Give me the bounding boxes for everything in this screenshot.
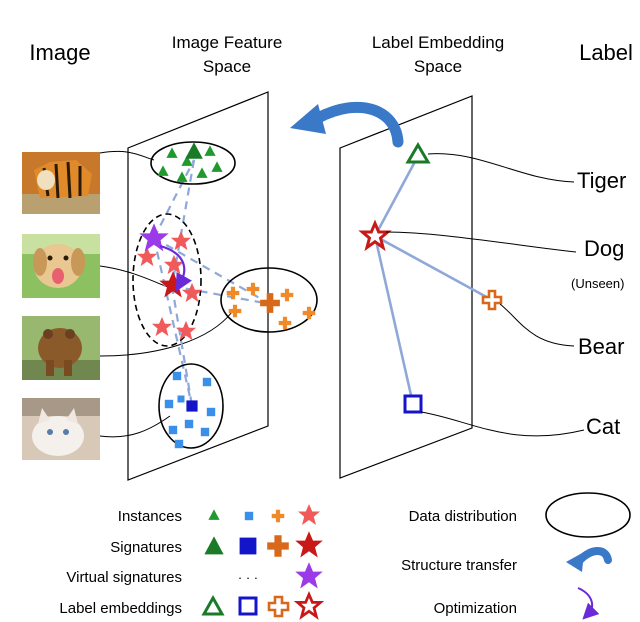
legend-data-distribution-ellipse [545,492,631,538]
bear-distribution-ellipse [220,267,318,333]
cat-instance [202,377,212,387]
cat-instance [168,425,178,435]
header-label: Label [579,40,633,65]
bear-instance [278,316,292,330]
cat-instance [206,407,216,417]
label-dog: Dog [584,236,624,261]
dog-instance [181,282,203,303]
tiger-instance [196,167,208,178]
dog-label-embedding [358,219,392,252]
tiger-instance [211,161,223,172]
legend-instances-label: Instances [118,508,182,525]
tiger-distribution-ellipse [150,141,236,185]
header-feature-space-line1: Image Feature [172,33,283,52]
label-connectors [385,153,585,437]
label-bear: Bear [578,334,624,359]
legend-bear-signature [267,535,289,557]
legend-bear-instance [271,509,285,523]
bear-photo-connector [99,311,233,357]
dog-label-connector [385,231,577,253]
legend-virtual-signature [295,562,323,589]
legend-label-embeddings-label: Label embeddings [59,600,182,617]
tiger-instance [166,147,178,158]
cat-photo-connector [99,415,171,438]
legend-cat-signature [239,537,257,555]
legend-bear-label-embedding [267,595,290,618]
cat-instance [177,395,185,403]
header-embedding-space-line1: Label Embedding [372,33,504,52]
tiger-label-connector [427,153,575,183]
bear-signature [260,293,280,313]
cat-instance [172,371,182,381]
legend-virtual-signatures-label: Virtual signatures [66,569,182,586]
header-image: Image [29,40,90,65]
feature-space-plane [127,91,269,481]
tiger-photo-connector [99,150,155,161]
header-feature-space-line2: Space [203,57,251,76]
cat-distribution-ellipse [158,363,224,449]
legend-dog-instance [298,504,320,525]
cat-signature [186,400,198,412]
bear-instance [302,306,316,320]
legend-tiger-instance [208,509,220,520]
label-unseen: (Unseen) [571,276,624,291]
tiger-instance [157,165,169,176]
bear-label-connector [499,303,575,347]
legend-tiger-signature [204,536,224,555]
tiger-label-embedding [405,142,431,164]
tiger-instance [176,171,188,182]
legend-dog-label-embedding [293,590,325,620]
cat-label-embedding [403,394,423,414]
cat-instance [200,427,210,437]
dog-instance [136,246,158,267]
bear-photo [22,316,100,380]
embedding-space-edges [373,155,493,405]
legend-structure-transfer-arrow [566,547,612,572]
label-tiger: Tiger [577,168,626,193]
cat-instance [164,399,174,409]
dog-photo [22,234,100,298]
bear-instance [280,288,294,302]
cat-photo [22,398,100,460]
legend-data-distribution-label: Data distribution [409,508,517,525]
legend-cat-label-embedding [238,596,258,616]
tiger-signature [185,142,203,159]
legend-signatures-label: Signatures [110,539,182,556]
legend-optimization-label: Optimization [434,600,517,617]
bear-label-embedding [481,289,503,311]
dog-distribution-ellipse [132,213,202,347]
cat-instance [184,419,194,429]
legend-ellipsis: · · · [238,570,258,585]
legend-structure-transfer-label: Structure transfer [401,557,517,574]
cat-instance [174,439,184,449]
dog-photo-connector [99,265,171,289]
optimization-arrow [159,244,192,292]
structure-transfer-arrow [290,101,404,148]
tiger-instance [204,145,216,156]
legend-tiger-label-embedding [201,594,225,616]
header-embedding-space-line2: Space [414,57,462,76]
legend-dog-signature [295,531,323,558]
legend-cat-instance [244,511,254,521]
label-cat: Cat [586,414,620,439]
cat-label-connector [420,411,585,437]
dog-instance [151,316,173,337]
tiger-photo [22,152,100,214]
bear-instance [228,304,242,318]
bear-instance [246,282,260,296]
legend-optimization-arrow [577,587,600,620]
dog-instance [170,230,192,251]
embedding-space-plane [339,95,473,479]
